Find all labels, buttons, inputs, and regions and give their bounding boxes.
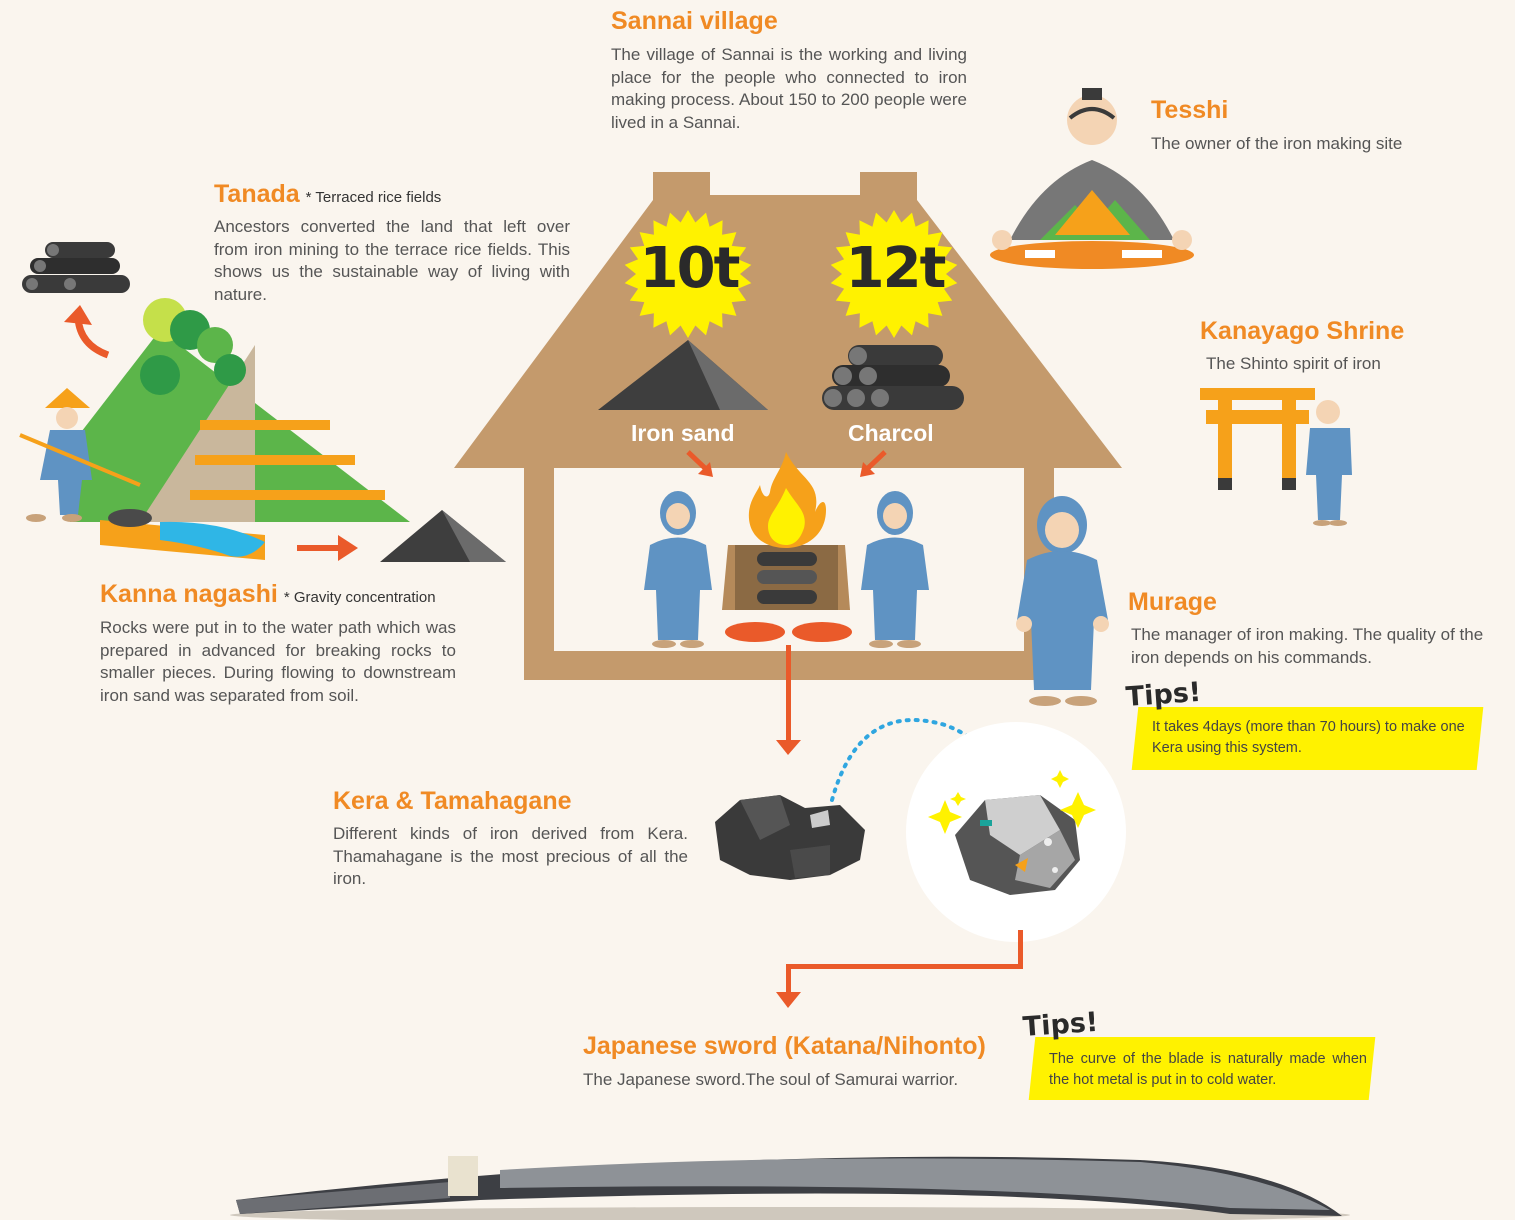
charcoal-label: Charcol	[848, 420, 934, 446]
charcoal-icon	[822, 345, 964, 410]
kanna-description: Rocks were put in to the water path whic…	[100, 618, 456, 705]
worshipper-icon	[1306, 400, 1352, 526]
worker-right-icon	[861, 491, 929, 648]
kera-description: Different kinds of iron derived from Ker…	[333, 824, 688, 888]
tips-title-1: Tips!	[1124, 676, 1203, 713]
sannai-title: Sannai village	[611, 7, 778, 35]
kanna-title-text: Kanna nagashi	[100, 580, 278, 608]
kanayago-description: The Shinto spirit of iron	[1206, 354, 1381, 373]
badge-right-value: 12t	[845, 236, 947, 301]
charcoal-logs-icon	[22, 242, 130, 293]
arrow-icon	[686, 450, 887, 477]
tips-text-2: The curve of the blade is naturally made…	[1049, 1051, 1367, 1088]
sword-icon	[230, 1156, 1350, 1220]
kanna-note: * Gravity concentration	[283, 589, 436, 606]
kera-icon	[715, 795, 865, 880]
badge-left-burst	[624, 210, 752, 338]
murage-figure-icon	[1016, 496, 1109, 706]
tesshi-figure-icon	[990, 88, 1194, 269]
fire-icon	[748, 452, 826, 548]
sparkle-icon	[928, 770, 1096, 834]
badge-right-burst	[830, 210, 958, 338]
tips-title-2: Tips!	[1021, 1006, 1100, 1043]
tanada-note: * Terraced rice fields	[305, 189, 442, 206]
tanada-title-text: Tanada	[214, 180, 300, 208]
furnace-icon	[722, 545, 852, 642]
murage-description: The manager of iron making. The quality …	[1131, 625, 1484, 667]
murage-title: Murage	[1128, 588, 1217, 616]
tips-text-1: It takes 4days (more than 70 hours) to m…	[1152, 719, 1465, 756]
tanada-title: Tanada * Terraced rice fields	[214, 179, 441, 213]
sword-description: The Japanese sword.The soul of Samurai w…	[583, 1070, 959, 1089]
sannai-description: The village of Sannai is the working and…	[611, 45, 967, 132]
tamahagane-icon	[955, 795, 1080, 895]
farmer-icon	[19, 388, 141, 522]
sword-title: Japanese sword (Katana/Nihonto)	[583, 1032, 986, 1060]
kanayago-title: Kanayago Shrine	[1200, 317, 1405, 345]
badge-left-value: 10t	[639, 236, 741, 301]
mountain-icon	[70, 298, 410, 522]
worker-left-icon	[644, 491, 712, 648]
tanada-description: Ancestors converted the land that left o…	[214, 217, 570, 304]
elbow-arrow-icon	[776, 930, 1023, 1008]
kanna-title: Kanna nagashi * Gravity concentration	[100, 579, 436, 613]
house-left-wall	[524, 468, 554, 680]
kera-title: Kera & Tamahagane	[333, 787, 572, 815]
tesshi-description: The owner of the iron making site	[1151, 134, 1403, 153]
tesshi-title: Tesshi	[1151, 96, 1229, 124]
arrow-right-icon	[297, 535, 358, 561]
torii-icon	[1200, 388, 1315, 490]
iron-sand-pile-icon	[380, 510, 506, 562]
iron-sand-label: Iron sand	[631, 420, 735, 446]
arrow-down-icon	[776, 645, 801, 755]
water-channel-icon	[100, 509, 265, 560]
iron-sand-icon	[598, 340, 768, 410]
